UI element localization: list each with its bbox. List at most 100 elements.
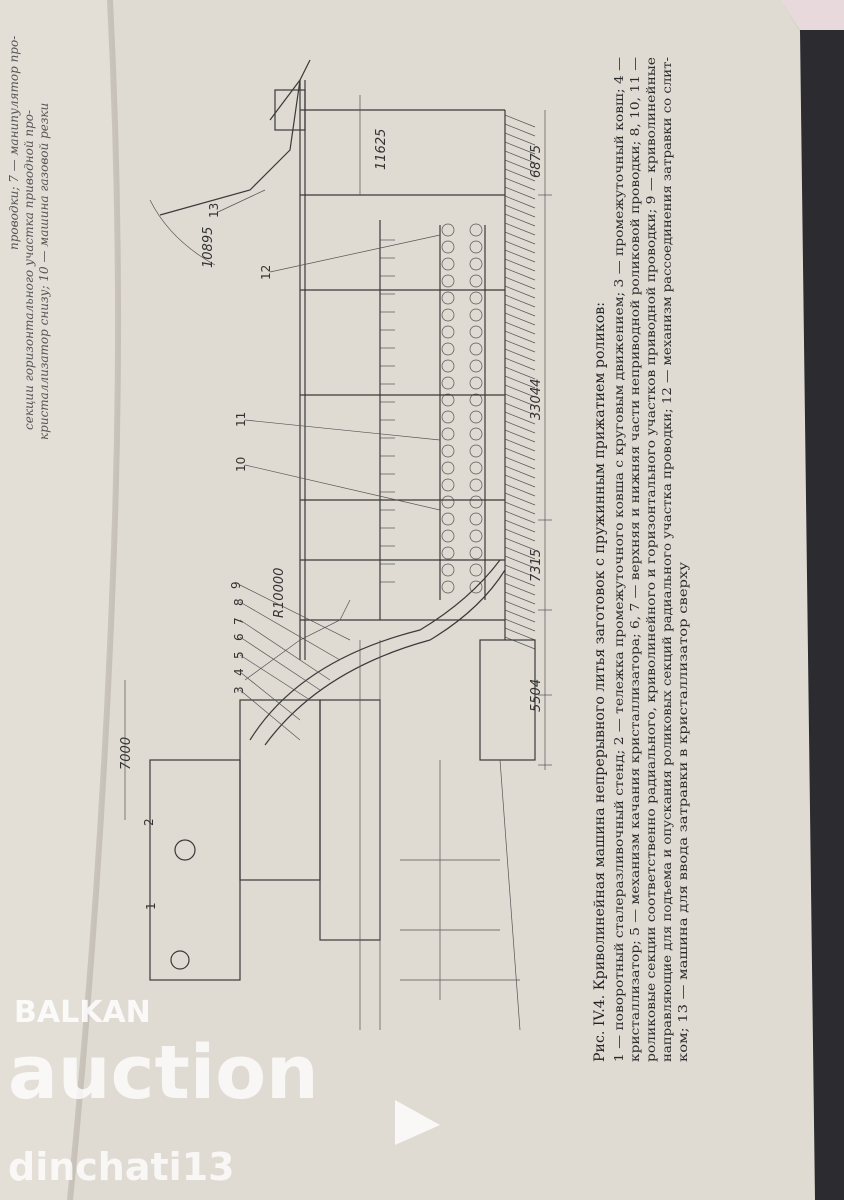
- floor-hatch: [504, 276, 536, 290]
- floor-hatch: [504, 231, 536, 245]
- watermark: BALKAN auction dinchati13: [8, 995, 440, 1189]
- floor-hatch: [504, 375, 536, 389]
- roller: [441, 529, 455, 543]
- roller: [441, 580, 455, 594]
- floor-hatch: [504, 411, 536, 425]
- floor-hatch: [504, 447, 536, 461]
- roller: [469, 529, 483, 543]
- left-page-line: секции горизонтального участка приводной…: [22, 110, 36, 430]
- roller: [469, 478, 483, 492]
- floor-hatch: [504, 303, 536, 317]
- roller: [469, 342, 483, 356]
- floor-hatch: [504, 177, 536, 191]
- roller: [469, 393, 483, 407]
- floor-hatch: [504, 420, 536, 434]
- roller: [469, 580, 483, 594]
- floor-hatch: [504, 114, 536, 128]
- callout-1: 1: [144, 902, 158, 910]
- roller: [441, 223, 455, 237]
- floor-hatch: [504, 618, 536, 632]
- roller: [469, 257, 483, 271]
- roller: [441, 427, 455, 441]
- roller: [469, 308, 483, 322]
- callout-4: 4: [232, 668, 246, 676]
- roller: [441, 478, 455, 492]
- roller: [441, 546, 455, 560]
- floor-hatch: [504, 294, 536, 308]
- right-page: [70, 0, 815, 1200]
- floor-hatch: [504, 474, 536, 488]
- callout-12: 12: [259, 265, 273, 280]
- floor-hatch: [504, 240, 536, 254]
- floor-hatch: [504, 600, 536, 614]
- roller: [469, 495, 483, 509]
- floor-hatch: [504, 402, 536, 416]
- roller: [441, 410, 455, 424]
- floor-hatch: [504, 573, 536, 587]
- figure-caption: Рис. IV.4. Криволинейная машина непрерыв…: [592, 57, 690, 1062]
- floor-hatch: [504, 456, 536, 470]
- callout-numbers: 1 2 3 4 5 6 7 8 9 10 11 12 13: [142, 189, 441, 910]
- callout-10: 10: [234, 457, 248, 472]
- roller: [441, 461, 455, 475]
- roller: [441, 359, 455, 373]
- roller: [441, 308, 455, 322]
- watermark-arrow-icon: [395, 1100, 440, 1145]
- floor-hatch: [504, 393, 536, 407]
- watermark-brand-top: BALKAN: [14, 995, 151, 1030]
- roller: [441, 325, 455, 339]
- watermark-seller: dinchati13: [8, 1145, 235, 1189]
- floor-hatch: [504, 627, 536, 641]
- callout-11: 11: [234, 412, 248, 427]
- dimension-label: 7000: [119, 737, 134, 770]
- roller: [469, 223, 483, 237]
- callout-13: 13: [207, 203, 221, 218]
- floor-hatch: [504, 366, 536, 380]
- roller: [469, 546, 483, 560]
- dimension-lines: 10895 11625 6875 33044 7315 5504 7000 R1…: [119, 95, 552, 820]
- roller: [469, 240, 483, 254]
- roller: [469, 376, 483, 390]
- dimension-label: 11625: [374, 129, 389, 170]
- roller: [469, 427, 483, 441]
- floor-hatch: [504, 591, 536, 605]
- floor-hatch: [504, 141, 536, 155]
- floor-hatch: [504, 546, 536, 560]
- floor-hatch: [504, 159, 536, 173]
- floor-hatch: [504, 510, 536, 524]
- floor-hatch: [504, 636, 536, 650]
- floor-hatch: [504, 195, 536, 209]
- roller: [469, 461, 483, 475]
- floor-hatch: [504, 555, 536, 569]
- roller: [441, 563, 455, 577]
- floor-hatch: [504, 213, 536, 227]
- floor-hatch: [504, 312, 536, 326]
- radius-label: R10000: [272, 568, 287, 618]
- dimension-label: 7315: [529, 549, 544, 582]
- caption-line: кристаллизатор; 5 — механизм качания кри…: [627, 57, 642, 1062]
- roller: [469, 325, 483, 339]
- dimension-label: 33044: [529, 379, 544, 420]
- floor-hatch: [504, 501, 536, 515]
- callout-6: 6: [232, 633, 246, 641]
- floor-hatch: [504, 204, 536, 218]
- floor-hatch: [504, 330, 536, 344]
- callout-7: 7: [232, 617, 246, 625]
- book-cover: [800, 30, 844, 1200]
- floor-hatch: [504, 168, 536, 182]
- book-gutter: [67, 0, 122, 1200]
- floor-hatch: [504, 222, 536, 236]
- callout-3: 3: [232, 686, 246, 694]
- floor-hatch: [504, 150, 536, 164]
- watermark-brand-main: auction: [8, 1030, 319, 1116]
- floor-hatch: [504, 564, 536, 578]
- floor-hatch: [504, 438, 536, 452]
- caption-line: роликовые секции соответственно радиальн…: [643, 57, 658, 1062]
- roller: [469, 291, 483, 305]
- floor-hatch: [504, 465, 536, 479]
- caption-title: Рис. IV.4. Криволинейная машина непрерыв…: [592, 302, 608, 1062]
- floor-hatch: [504, 258, 536, 272]
- roller: [441, 342, 455, 356]
- roller: [469, 410, 483, 424]
